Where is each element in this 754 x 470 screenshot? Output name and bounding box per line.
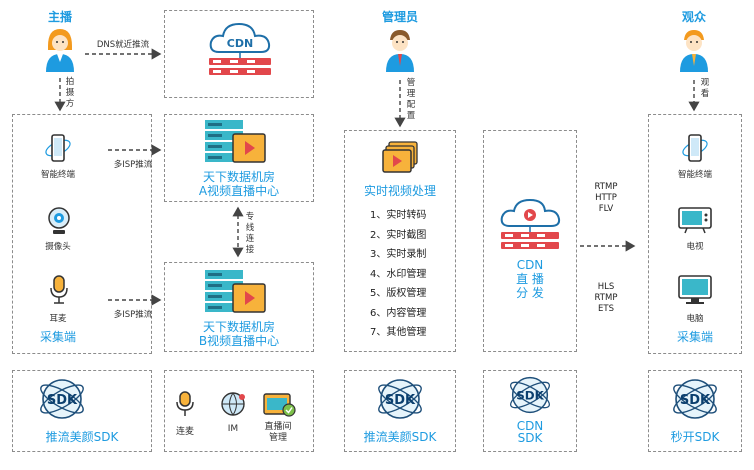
viewer-title: 采集端 [676,330,713,344]
processing-item: 5、版权管理 [370,288,427,299]
viewer-item-tv: 电视 [686,242,704,252]
processing-title: 实时视频处理 [363,184,436,198]
tool-co-host-label: 连麦 [175,427,194,437]
processing-item: 3、实时录制 [370,249,427,260]
watch-label: 观看 [700,78,710,99]
sdk-cdn-title: CDN SDK [483,420,577,444]
datacenter-b-line1: 天下数据机房 [202,320,275,334]
cdn-distribution-cloud-icon [500,198,561,249]
cdn-cloud-icon: CDN [209,22,271,75]
cdn-distribution-title: CDN 直 播 分 发 [483,258,577,300]
sdk-cdn-line1: CDN [516,419,544,433]
tool-im-label: IM [227,424,239,434]
datacenter-a-panel [164,114,314,202]
shoot-side-label: 拍摄方 [65,77,75,109]
cdn-distribution-line2: 直 播 [516,272,544,286]
computer-icon [678,275,712,304]
viewer-item-terminal: 智能终端 [677,170,712,180]
datacenter-a-line1: 天下数据机房 [202,170,275,184]
capture-title: 采集端 [39,330,76,344]
sdk-push-beauty-mid: 推流美颜SDK [363,430,437,444]
processing-list: 1、实时转码 2、实时截图 3、实时录制 4、水印管理 5、版权管理 6、内容管… [370,206,426,343]
protocols-top: RTMP HTTP FLV [584,182,628,215]
sdk-badge-text: SDK [680,393,711,408]
admin-config-label: 管理配置 [406,78,416,121]
datacenter-a-line2: A视频直播中心 [198,184,280,198]
camera-icon [48,207,70,234]
cdn-top-text: CDN [227,37,253,50]
co-host-mic-icon [176,391,194,416]
sdk-globe-icon: SDK [510,376,550,414]
viewer-item-computer: 电脑 [686,314,704,324]
sdk-panel-tools [164,370,314,452]
capture-item-camera: 摄像头 [45,242,71,252]
sdk-badge-text: SDK [385,393,416,408]
processing-panel [344,130,456,352]
sdk-badge-text: SDK [516,389,544,403]
viewer-smartphone-icon [682,134,708,162]
processing-item: 6、内容管理 [370,307,427,319]
datacenter-b-server-icon [205,270,266,313]
sdk-panel-left [12,370,152,452]
cdn-distribution-line1: CDN [516,258,544,272]
datacenter-b-panel [164,262,314,352]
cdn-distribution-line3: 分 发 [516,286,544,300]
tool-room-management-label: 直播间 管理 [264,422,292,443]
processing-item: 1、实时转码 [370,210,427,221]
isp-push-b-label: 多ISP推流 [113,310,153,320]
tv-icon [678,207,712,234]
datacenter-a-server-icon [205,120,266,163]
capture-item-headset: 耳麦 [49,314,67,324]
capture-panel [12,114,152,354]
sdk-cdn-line2: SDK [517,431,543,445]
admin-person-icon [386,30,414,72]
role-audience-label: 观众 [681,10,706,24]
protocol-http: HTTP [595,193,617,203]
sdk-push-beauty-left: 推流美颜SDK [45,430,119,444]
protocol-rtmp: RTMP [594,182,618,192]
sdk-globe-icon: SDK [40,379,84,419]
sdk-panel-right [648,370,742,452]
sdk-instant-start: 秒开SDK [670,430,720,444]
role-anchor-label: 主播 [47,10,72,24]
datacenter-b-line2: B视频直播中心 [198,334,280,348]
audience-person-icon [680,30,708,72]
isp-push-a-label: 多ISP推流 [113,160,153,170]
dedicated-line-label: 专线连接 [245,212,255,255]
viewer-panel [648,114,742,354]
smartphone-icon [45,134,71,162]
processing-item: 7、其他管理 [370,327,427,338]
protocol-rtmp-2: RTMP [594,293,618,303]
processing-item: 4、水印管理 [370,268,427,280]
cdn-distribution-panel [483,130,577,352]
protocols-bottom: HLS RTMP ETS [584,282,628,315]
role-admin-label: 管理员 [381,10,418,24]
room-management-icon [263,393,296,417]
cdn-top-panel [164,10,314,98]
sdk-globe-icon: SDK [378,379,422,419]
capture-item-terminal: 智能终端 [40,170,75,180]
microphone-icon [50,275,68,304]
sdk-panel-cdn [483,370,577,452]
sdk-badge-text: SDK [47,393,78,408]
sdk-globe-icon: SDK [673,379,717,419]
processing-item: 2、实时截图 [370,229,427,241]
datacenter-a-title: 天下数据机房 A视频直播中心 [164,170,314,198]
protocol-hls: HLS [597,282,615,292]
dns-push-label: DNS就近推流 [96,40,150,50]
protocol-flv: FLV [598,204,614,214]
video-processing-icon [382,141,418,173]
sdk-panel-mid [344,370,456,452]
datacenter-b-title: 天下数据机房 B视频直播中心 [164,320,314,348]
im-globe-icon [221,392,245,416]
protocol-ets: ETS [598,304,614,314]
anchor-person-icon [46,29,74,72]
